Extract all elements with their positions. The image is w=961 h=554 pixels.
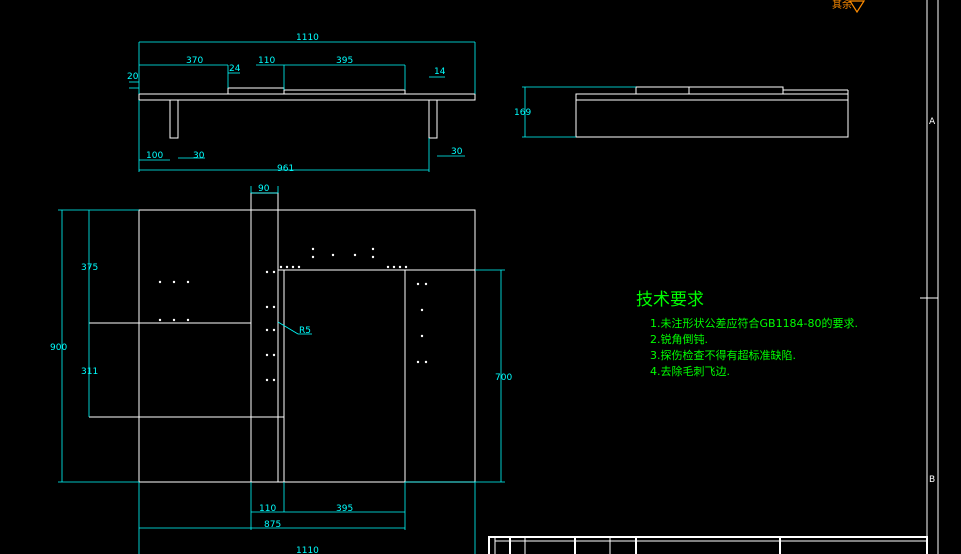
dim-front-overall-1110: 1110 (296, 33, 319, 43)
mounting-hole (386, 265, 390, 269)
mounting-hole (279, 265, 283, 269)
technical-requirements: 技术要求 1.未注形状公差应符合GB1184-80的要求. 2.锐角倒钝. 3.… (636, 290, 858, 378)
mounting-hole (272, 353, 276, 357)
mounting-hole (265, 378, 269, 382)
dim-front-20: 20 (127, 72, 139, 82)
mounting-hole (420, 308, 424, 312)
mounting-hole (265, 305, 269, 309)
dim-front-370: 370 (186, 56, 203, 66)
mounting-hole (420, 334, 424, 338)
mounting-hole (272, 328, 276, 332)
mounting-hole (272, 305, 276, 309)
dim-plan-110: 110 (259, 504, 276, 514)
dim-plan-700: 700 (495, 373, 512, 383)
mounting-hole (172, 280, 176, 284)
mounting-holes (158, 247, 428, 382)
mounting-hole (371, 255, 375, 259)
roughness-symbol-icon (848, 0, 866, 14)
zone-label-a: A (929, 117, 936, 127)
plan-view: 90 375 900 311 R5 700 110 395 875 1110 (50, 184, 512, 554)
side-view-dimension-lines (522, 86, 636, 138)
dim-plan-900: 900 (50, 343, 67, 353)
mounting-hole (311, 255, 315, 259)
mounting-hole (272, 270, 276, 274)
mounting-hole (158, 318, 162, 322)
requirement-item: 1.未注形状公差应符合GB1184-80的要求. (650, 316, 858, 330)
requirement-item: 3.探伤检查不得有超标准缺陷. (650, 348, 796, 362)
technical-requirements-title: 技术要求 (636, 290, 704, 310)
mounting-hole (265, 328, 269, 332)
dim-front-24: 24 (229, 64, 241, 74)
requirement-item: 2.锐角倒钝. (650, 332, 708, 346)
requirement-item: 4.去除毛刺飞边. (650, 364, 730, 378)
mounting-hole (392, 265, 396, 269)
dim-plan-r5: R5 (299, 326, 311, 336)
mounting-hole (172, 318, 176, 322)
plan-view-dimension-lines (58, 186, 505, 554)
side-view: 169 (514, 86, 849, 138)
mounting-hole (291, 265, 295, 269)
mounting-hole (186, 280, 190, 284)
mounting-hole (265, 270, 269, 274)
mounting-hole (285, 265, 289, 269)
dim-front-30-left: 30 (193, 151, 205, 161)
mounting-hole (398, 265, 402, 269)
dim-front-14: 14 (434, 67, 446, 77)
dim-front-395: 395 (336, 56, 353, 66)
front-elevation-view: 1110 370 24 110 395 14 20 100 30 30 961 (127, 33, 476, 174)
dim-front-30-right: 30 (451, 147, 463, 157)
plan-view-outline (89, 192, 476, 483)
roughness-label: 其余 (832, 0, 852, 11)
side-view-outline (575, 86, 849, 138)
dim-front-100: 100 (146, 151, 163, 161)
drawing-frame: A B 其余 (832, 0, 939, 554)
mounting-hole (331, 253, 335, 257)
dim-plan-1110: 1110 (296, 546, 319, 554)
mounting-hole (371, 247, 375, 251)
dim-plan-375: 375 (81, 263, 98, 273)
mounting-hole (416, 360, 420, 364)
mounting-hole (158, 280, 162, 284)
front-elevation-outline (138, 87, 476, 139)
mounting-hole (311, 247, 315, 251)
mounting-hole (272, 378, 276, 382)
dim-front-961: 961 (277, 164, 294, 174)
mounting-hole (265, 353, 269, 357)
mounting-hole (297, 265, 301, 269)
title-block (488, 536, 928, 554)
mounting-hole (353, 253, 357, 257)
mounting-hole (424, 282, 428, 286)
mounting-hole (424, 360, 428, 364)
dim-side-169: 169 (514, 108, 531, 118)
dim-plan-875: 875 (264, 520, 281, 530)
mounting-hole (416, 282, 420, 286)
dim-plan-395: 395 (336, 504, 353, 514)
mounting-hole (404, 265, 408, 269)
dim-front-110: 110 (258, 56, 275, 66)
dim-plan-311: 311 (81, 367, 98, 377)
dim-plan-90: 90 (258, 184, 270, 194)
mounting-hole (186, 318, 190, 322)
front-elevation-dimension-lines (129, 41, 476, 172)
zone-label-b: B (929, 475, 935, 485)
